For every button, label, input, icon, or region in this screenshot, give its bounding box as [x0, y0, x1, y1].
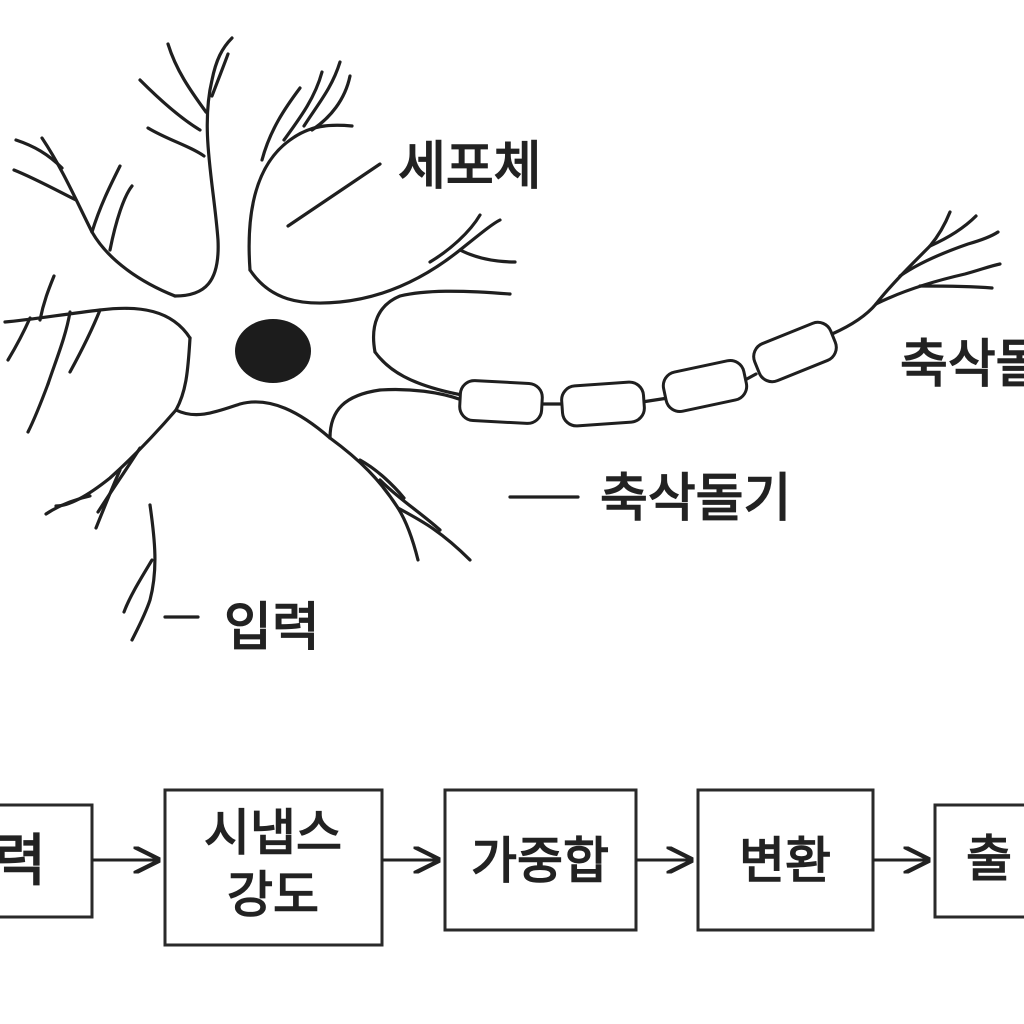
nucleus: [235, 319, 311, 383]
label-axon: 축삭돌: [900, 335, 1024, 395]
axon-terminals: [876, 212, 1000, 304]
label-soma: 세포체: [398, 137, 542, 197]
flow-step-transform: 변환: [698, 790, 873, 930]
flow-step-input: 력: [0, 805, 92, 917]
label-input: 입력: [224, 598, 320, 658]
flow-step-label-line2: 강도: [227, 866, 319, 924]
flow-diagram: 력 시냅스 강도 가중합 변환 출: [0, 790, 1024, 945]
myelin-segment: [459, 380, 543, 424]
myelin-segment: [561, 381, 646, 427]
myelin-segment: [661, 358, 750, 414]
flow-step-output: 출: [935, 805, 1024, 917]
soma-leader-line: [288, 164, 380, 226]
flow-step-weighted-sum: 가중합: [445, 790, 636, 930]
flow-step-label: 력: [0, 829, 46, 894]
flow-step-label: 변환: [739, 832, 831, 890]
flow-step-label: 출: [966, 830, 1012, 888]
flow-step-synapse-strength: 시냅스 강도: [165, 790, 382, 945]
label-axon-terminal: 축삭돌기: [600, 469, 791, 529]
axon: [459, 304, 876, 427]
flow-step-label: 가중합: [471, 832, 609, 890]
myelin-segment: [749, 318, 840, 386]
neuron: 세포체 축삭돌 축삭돌기 입력: [5, 38, 1024, 658]
flow-step-label-line1: 시냅스: [204, 804, 342, 862]
